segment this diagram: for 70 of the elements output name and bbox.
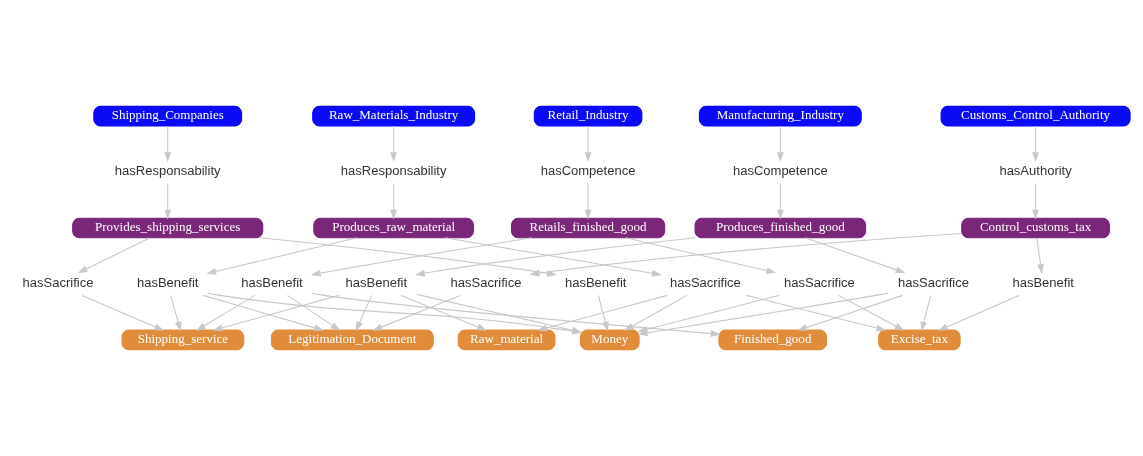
arrow xyxy=(310,237,533,277)
arrow xyxy=(77,237,151,274)
node-text: hasBenefit xyxy=(136,275,199,291)
node-text: hasBenefit xyxy=(1012,275,1074,291)
node-box: Money xyxy=(579,329,640,351)
node-text: hasBenefit xyxy=(241,275,303,291)
node-text: hasSacrifice xyxy=(783,275,855,291)
arrow xyxy=(400,294,487,331)
arrow xyxy=(286,294,341,331)
arrow xyxy=(746,294,887,332)
arrow xyxy=(584,182,592,220)
node-box: Provides_shipping_services xyxy=(72,217,264,239)
arrow xyxy=(164,182,172,220)
node-box: Finished_good xyxy=(718,329,828,351)
node-text: hasSacrifice xyxy=(669,275,741,291)
node-text: hasCompetence xyxy=(732,163,828,179)
arrow xyxy=(202,294,324,332)
arrow xyxy=(623,294,688,331)
node-text: hasAuthority xyxy=(999,163,1072,179)
node-text: hasResponsability xyxy=(114,163,221,179)
arrow xyxy=(797,294,904,331)
arrow xyxy=(444,237,662,277)
node-box: Control_customs_tax xyxy=(961,217,1110,239)
node-box: Customs_Control_Authority xyxy=(940,105,1131,127)
arrow xyxy=(838,294,905,331)
arrow xyxy=(637,292,889,337)
arrow xyxy=(195,294,256,331)
node-box: Produces_raw_material xyxy=(313,217,474,239)
arrow xyxy=(776,182,784,220)
arrow xyxy=(625,237,777,274)
arrow xyxy=(372,294,461,331)
node-box: Shipping_service xyxy=(121,329,245,351)
node-box: Excise_tax xyxy=(878,329,961,351)
node-box: Legitimation_Document xyxy=(270,329,434,351)
arrow xyxy=(170,294,182,332)
node-text: hasSacrifice xyxy=(898,275,969,291)
node-box: Produces_finished_good xyxy=(694,217,867,239)
node-box: Raw_Materials_Industry xyxy=(312,105,476,127)
arrow xyxy=(390,125,398,163)
arrow xyxy=(937,294,1020,331)
node-box: Retails_finished_good xyxy=(510,217,666,239)
arrow xyxy=(259,237,557,277)
arrow xyxy=(390,182,398,220)
arrow xyxy=(537,294,668,332)
arrow xyxy=(1032,125,1039,163)
node-text: hasResponsability xyxy=(340,163,447,179)
arrow xyxy=(164,125,172,163)
arrow xyxy=(212,294,340,332)
node-box: Shipping_Companies xyxy=(93,105,243,127)
arrow xyxy=(206,237,358,275)
node-box: Manufacturing_Industry xyxy=(698,105,862,127)
node-text: hasBenefit xyxy=(564,275,627,291)
arrow xyxy=(415,237,697,277)
arrow xyxy=(1032,182,1039,220)
node-text: hasSacrifice xyxy=(22,275,94,291)
arrow xyxy=(584,125,592,163)
node-text: hasSacrifice xyxy=(450,275,522,291)
arrow xyxy=(355,294,373,332)
arrow xyxy=(637,294,780,333)
node-text: hasCompetence xyxy=(540,163,636,179)
arrow xyxy=(804,237,906,273)
node-box: Retail_Industry xyxy=(533,105,643,127)
arrow xyxy=(529,233,963,277)
arrow xyxy=(776,125,784,163)
arrow xyxy=(1036,237,1044,274)
arrow xyxy=(597,294,609,332)
arrow xyxy=(81,294,165,331)
node-box: Raw_material xyxy=(457,329,556,351)
node-text: hasBenefit xyxy=(345,275,408,291)
arrow xyxy=(920,294,932,332)
